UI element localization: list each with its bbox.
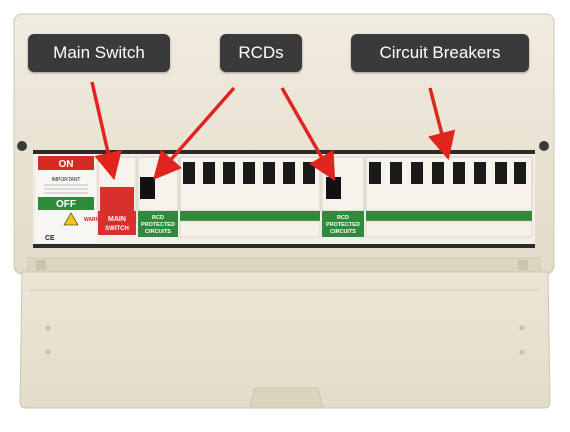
rcd-2-label-bg bbox=[322, 211, 364, 237]
screw-hole-right bbox=[539, 141, 549, 151]
rcd-2-label-3: CIRCUITS bbox=[330, 229, 356, 235]
rcd-device-1: RCD PROTECTED CIRCUITS bbox=[137, 156, 179, 237]
rcd-1-label-bg bbox=[138, 211, 178, 237]
rcd-1-label-1: RCD bbox=[152, 215, 164, 221]
rcd-2-label-2: PROTECTED bbox=[326, 222, 360, 228]
main-switch-label-1: MAIN bbox=[108, 216, 126, 223]
breaker-group-1 bbox=[179, 156, 321, 238]
breaker-13-toggle bbox=[474, 162, 486, 184]
breaker-9-toggle bbox=[390, 162, 402, 184]
off-label-bg bbox=[38, 197, 94, 210]
off-label: OFF bbox=[56, 199, 76, 210]
red-arrow-icon bbox=[428, 87, 456, 161]
breaker-5-toggle bbox=[263, 162, 275, 184]
main-switch-device: MAIN SWITCH bbox=[97, 156, 137, 235]
on-label-bg bbox=[38, 156, 94, 170]
breaker-4-toggle bbox=[243, 162, 255, 184]
open-lid bbox=[19, 271, 551, 409]
lid-screw-right-2 bbox=[519, 349, 525, 355]
hinge-knuckle-2 bbox=[518, 260, 528, 270]
circuit-breakers-callout: Circuit Breakers bbox=[351, 34, 529, 72]
breaker-14-toggle bbox=[495, 162, 507, 184]
breaker-15-toggle bbox=[514, 162, 526, 184]
hinge-strip bbox=[27, 257, 541, 273]
lid-screw-right-1 bbox=[519, 325, 525, 331]
breaker-8-toggle bbox=[369, 162, 381, 184]
main-switch-callout: Main Switch bbox=[28, 34, 170, 72]
red-arrow-icon bbox=[153, 86, 236, 180]
breaker-7-toggle bbox=[303, 162, 315, 184]
breaker-11-toggle bbox=[432, 162, 444, 184]
rcd-device-2: RCD PROTECTED CIRCUITS bbox=[321, 156, 365, 237]
breaker-10-toggle bbox=[411, 162, 423, 184]
breaker-group-2 bbox=[365, 156, 533, 238]
rcd-1-label-3: CIRCUITS bbox=[145, 229, 171, 235]
red-arrow-icon bbox=[90, 81, 122, 181]
hinge-knuckle-1 bbox=[36, 260, 46, 270]
red-arrow-icon bbox=[280, 87, 336, 182]
breaker-2-toggle bbox=[203, 162, 215, 184]
warning-triangle-icon bbox=[63, 212, 79, 226]
rcd-1-toggle bbox=[140, 177, 155, 199]
rcds-callout: RCDs bbox=[220, 34, 302, 72]
lid-screw-left-2 bbox=[45, 349, 51, 355]
rcd-2-toggle bbox=[326, 177, 341, 199]
warning-text: WARNING bbox=[84, 217, 108, 223]
rcd-1-label-2: PROTECTED bbox=[141, 222, 175, 228]
main-switch-handle bbox=[100, 187, 134, 211]
lid-screw-left-1 bbox=[45, 325, 51, 331]
main-switch-label-2: SWITCH bbox=[105, 226, 129, 232]
breaker-1-toggle bbox=[183, 162, 195, 184]
breaker-3-toggle bbox=[223, 162, 235, 184]
important-text: IMPORTANT bbox=[52, 177, 81, 183]
rcd-2-label-1: RCD bbox=[337, 215, 349, 221]
lid-finger-pull bbox=[249, 387, 324, 409]
breaker-12-toggle bbox=[453, 162, 465, 184]
on-label: ON bbox=[59, 159, 74, 170]
screw-hole-left bbox=[17, 141, 27, 151]
on-off-label-panel: ON IMPORTANT OFF WARNING CE bbox=[36, 155, 108, 243]
ce-mark: CE bbox=[45, 235, 55, 242]
breaker-6-toggle bbox=[283, 162, 295, 184]
main-switch-label-bg bbox=[98, 211, 136, 235]
